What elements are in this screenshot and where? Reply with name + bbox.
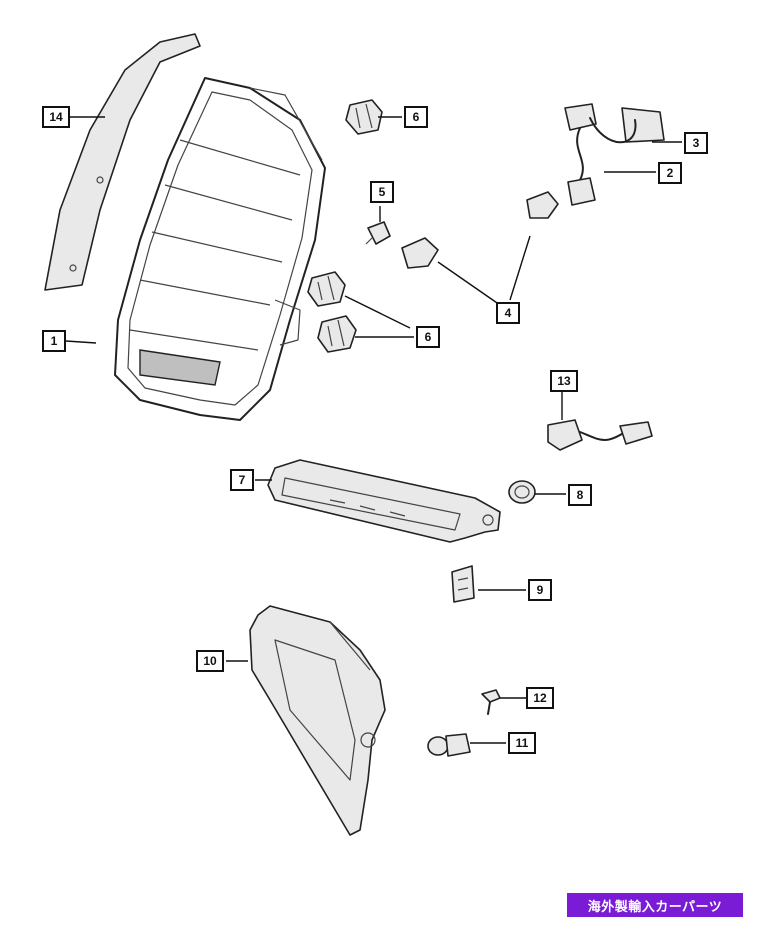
part-6-socket-mid <box>307 271 346 307</box>
part-11-bulb <box>427 733 471 757</box>
part-2-3-harness <box>564 103 665 206</box>
callout-10: 10 <box>196 650 224 672</box>
part-5-bulb <box>365 221 391 245</box>
callout-9: 9 <box>528 579 552 601</box>
part-13-socket-lead <box>547 419 653 451</box>
callout-11: 11 <box>508 732 536 754</box>
leader-lines <box>65 116 682 744</box>
callout-3: 3 <box>684 132 708 154</box>
callout-2: 2 <box>658 162 682 184</box>
part-8-grommet <box>508 480 536 504</box>
callout-13: 13 <box>550 370 578 392</box>
part-14-trim-strip <box>44 33 201 291</box>
part-1-tail-lamp <box>114 77 326 421</box>
part-6-socket-low <box>317 315 357 353</box>
part-12-push-pin <box>481 689 501 715</box>
part-6-socket-top <box>345 99 383 135</box>
part-7-brake-light <box>267 459 501 543</box>
callout-1: 1 <box>42 330 66 352</box>
part-4-bulbs <box>401 191 559 269</box>
callout-12: 12 <box>526 687 554 709</box>
callout-5: 5 <box>370 181 394 203</box>
watermark-label: 海外製輸入カーパーツ <box>567 893 743 917</box>
callout-8: 8 <box>568 484 592 506</box>
callout-4: 4 <box>496 302 520 324</box>
callout-14: 14 <box>42 106 70 128</box>
callout-6-low: 6 <box>416 326 440 348</box>
part-10-lamp <box>249 605 386 836</box>
callout-6-top: 6 <box>404 106 428 128</box>
callout-7: 7 <box>230 469 254 491</box>
part-9-bracket <box>451 565 475 603</box>
